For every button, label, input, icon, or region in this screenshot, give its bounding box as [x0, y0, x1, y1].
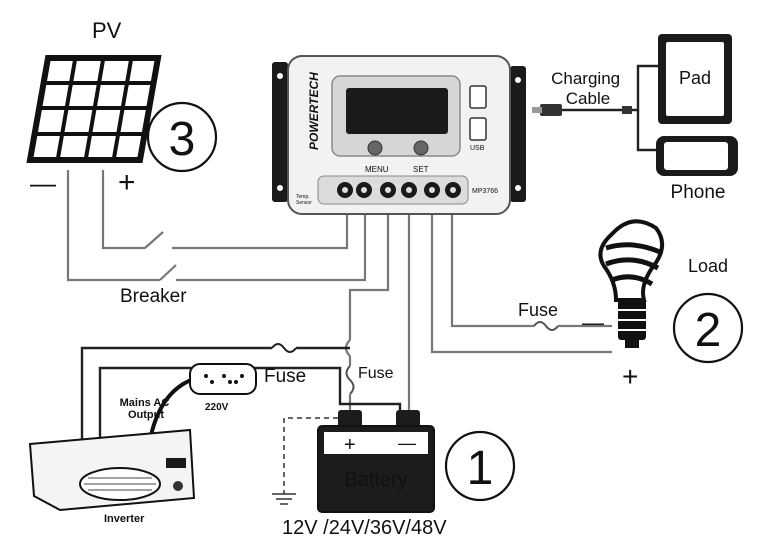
inverter	[28, 428, 196, 512]
step-3-badge: 3	[146, 101, 218, 173]
phone-device	[656, 136, 738, 176]
breaker-label: Breaker	[120, 286, 187, 307]
step-2-badge: 2	[672, 292, 744, 364]
usb-port-1	[469, 85, 487, 109]
controller-model-label: MP3766	[472, 188, 498, 195]
load-bulb	[598, 219, 664, 348]
svg-text:1: 1	[467, 442, 494, 495]
battery-minus-label: —	[398, 433, 416, 453]
fuse-inverter-label: Fuse	[264, 366, 306, 387]
ac-socket	[189, 363, 257, 395]
controller-set-label: SET	[413, 165, 429, 174]
mains-ac-output-label: Mains AC Output	[120, 397, 173, 421]
usb-port-2	[469, 117, 487, 141]
controller-menu-label: MENU	[365, 165, 389, 174]
inverter-label: Inverter	[104, 513, 145, 525]
svg-text:2: 2	[695, 304, 722, 357]
load-plus-label: +	[622, 361, 638, 392]
load-label: Load	[688, 256, 728, 276]
pv-plus-label: +	[118, 166, 136, 199]
pv-label: PV	[92, 18, 122, 43]
charge-controller	[272, 55, 526, 215]
pad-device	[658, 34, 732, 124]
ground-connection	[272, 417, 338, 505]
v220-label: 220V	[205, 402, 229, 413]
controller-screen	[346, 88, 448, 134]
set-button	[413, 140, 429, 156]
phone-label: Phone	[671, 182, 726, 203]
battery-voltages-label: 12V /24V/36V/48V	[282, 517, 447, 539]
solar-panel	[26, 55, 162, 163]
menu-button	[367, 140, 383, 156]
load-wires	[430, 215, 612, 354]
charging-cable-label: Charging Cable	[551, 69, 625, 108]
battery-wires	[344, 215, 411, 412]
fuse-battery-label: Fuse	[358, 365, 394, 382]
step-1-badge: 1	[444, 430, 516, 502]
load-minus-label: —	[582, 310, 604, 335]
pad-label: Pad	[679, 68, 711, 88]
controller-temp-sensor-label: Temp.Sensor	[296, 194, 312, 206]
usb-charging-cable	[532, 64, 660, 152]
controller-brand: POWERTECH	[307, 72, 321, 150]
pv-wires	[66, 170, 367, 282]
controller-usb-label: USB	[470, 145, 485, 152]
svg-text:3: 3	[169, 113, 196, 166]
pv-minus-label: —	[30, 168, 56, 198]
fuse-load-label: Fuse	[518, 300, 558, 320]
battery-plus-label: +	[344, 434, 356, 456]
battery	[317, 410, 435, 513]
battery-label: Battery	[344, 469, 407, 491]
